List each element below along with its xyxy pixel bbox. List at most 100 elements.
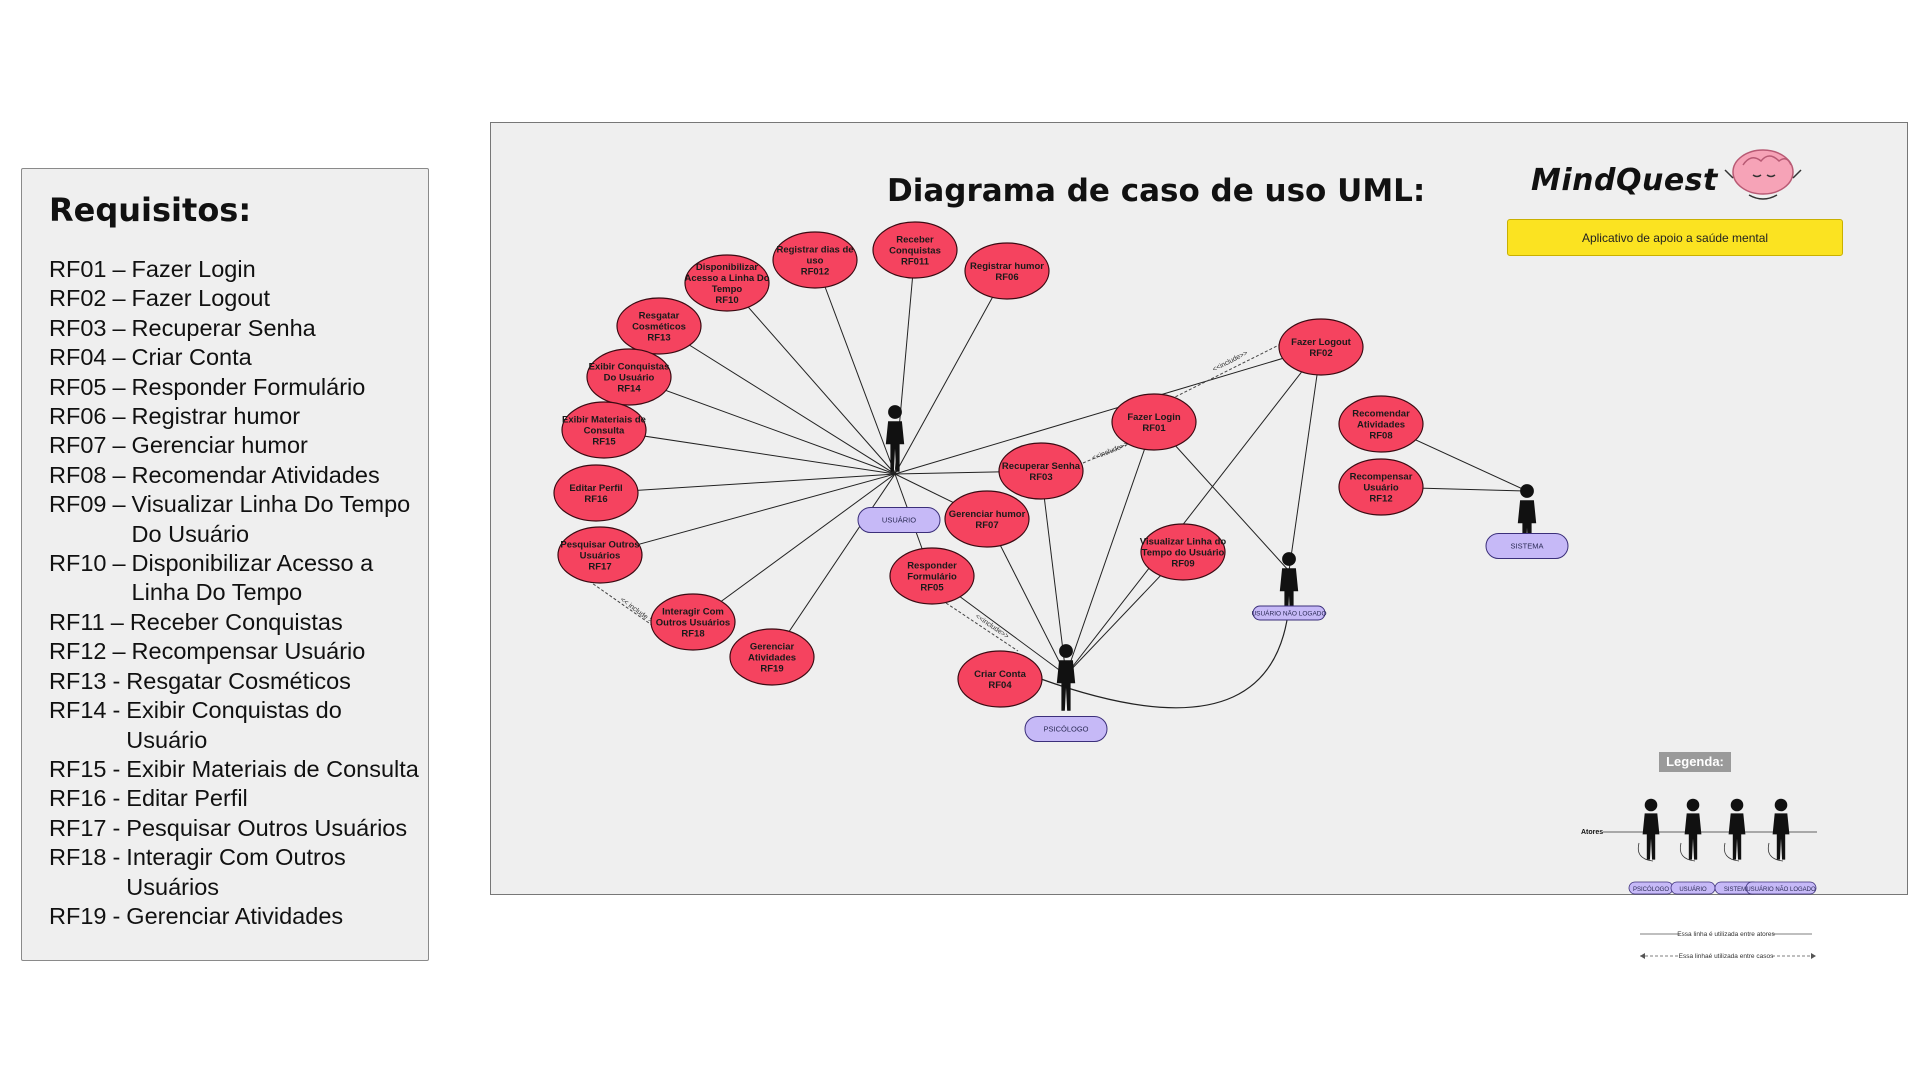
requirement-separator: - <box>112 902 121 929</box>
use-case-label: Resgatar <box>639 311 680 322</box>
requirement-code: RF03 <box>49 314 107 341</box>
use-case-label: Outros Usuários <box>656 618 730 629</box>
use-case-label: Consulta <box>584 426 625 437</box>
requirement-text: Fazer Logout <box>131 285 271 312</box>
use-case-label: Recuperar Senha <box>1002 461 1081 472</box>
association-line <box>603 429 896 475</box>
legend-row-label: Atores <box>1581 829 1603 836</box>
requirement-code: RF17 <box>49 814 107 841</box>
use-case-label: Usuários <box>580 551 621 562</box>
actor-usuario-icon <box>885 405 905 472</box>
use-case-ellipse <box>964 242 1050 300</box>
actor-label-box <box>857 507 941 533</box>
requirement-item: RF18-Interagir Com Outros Usuários <box>49 843 419 902</box>
actor-label: USUÁRIO <box>882 516 916 525</box>
requirement-text: Resgatar Cosméticos <box>126 667 351 694</box>
use-case-ellipse <box>1338 458 1424 516</box>
use-case-ellipse <box>889 547 975 605</box>
requirement-item: RF04–Criar Conta <box>49 343 419 372</box>
use-case-label: Formulário <box>907 572 957 583</box>
requirement-text: Visualizar Linha Do Tempo Do Usuário <box>131 491 411 547</box>
requirement-item: RF01–Fazer Login <box>49 255 419 284</box>
use-case-ellipse <box>1338 395 1424 453</box>
requirement-text: Editar Perfil <box>126 785 248 812</box>
association-line <box>894 270 1008 475</box>
requirement-separator: – <box>112 638 126 665</box>
use-case-label: Recomendar <box>1352 409 1410 420</box>
requirement-item: RF13-Resgatar Cosméticos <box>49 667 419 696</box>
requirement-code: RF16 <box>49 785 107 812</box>
use-case-label: Receber <box>896 235 934 246</box>
requirement-code: RF08 <box>49 461 107 488</box>
use-case-label: Criar Conta <box>974 669 1026 680</box>
requirement-item: RF06–Registrar humor <box>49 402 419 431</box>
use-case-ellipse <box>772 231 858 289</box>
use-case-ellipse <box>729 628 815 686</box>
requirement-text: Registrar humor <box>131 403 301 430</box>
requirement-text: Recuperar Senha <box>131 314 316 341</box>
requirement-code: RF15 <box>49 755 107 782</box>
use-case-label: Registrar humor <box>970 261 1044 272</box>
association-line <box>894 346 1322 475</box>
requirement-code: RF10 <box>49 550 107 577</box>
requirement-item: RF11–Receber Conquistas <box>49 608 419 637</box>
association-line <box>692 473 896 623</box>
association-line <box>771 473 896 658</box>
use-case-label: Fazer Login <box>1127 412 1181 423</box>
requirement-text: Receber Conquistas <box>129 608 343 635</box>
use-case-label: Responder <box>907 561 957 572</box>
requirement-code: RF13 <box>49 667 107 694</box>
requirement-separator: - <box>112 697 121 724</box>
requirement-code: RF05 <box>49 373 107 400</box>
requirement-item: RF17-Pesquisar Outros Usuários <box>49 814 419 843</box>
legend-title-box <box>1659 752 1731 772</box>
association-line <box>599 473 896 556</box>
use-case-label: RF17 <box>588 562 611 573</box>
association-line <box>628 376 896 475</box>
requirement-text: Criar Conta <box>131 344 252 371</box>
use-case-label: Atividades <box>1357 420 1405 431</box>
use-case-ellipse <box>561 401 647 459</box>
requirement-code: RF12 <box>49 638 107 665</box>
legend-title: Legenda: <box>1666 754 1724 769</box>
requirement-code: RF19 <box>49 902 107 929</box>
use-case-label: RF16 <box>584 494 607 505</box>
use-case-label: RF05 <box>920 583 944 594</box>
use-case-label: RF15 <box>592 437 616 448</box>
association-line <box>726 282 896 475</box>
use-case-label: Usuário <box>1363 483 1399 494</box>
requirement-item: RF05–Responder Formulário <box>49 373 419 402</box>
legend-arrow <box>1637 842 1654 862</box>
legend-arrow <box>1767 842 1784 862</box>
use-case-label: Tempo do Usuário <box>1142 548 1225 559</box>
association-line <box>1065 421 1155 676</box>
legend-note-actors: Essa linha é utilizada entre atores <box>1677 931 1775 938</box>
legend-actor-icon <box>1684 798 1702 860</box>
requirement-text: Fazer Login <box>131 256 256 282</box>
use-case-ellipse <box>684 254 770 312</box>
use-case-label: RF18 <box>681 629 704 640</box>
use-case-label: RF08 <box>1369 431 1392 442</box>
legend-actor-label: USUÁRIO <box>1679 886 1707 893</box>
use-cases: Registrar dias deusoRF012ReceberConquist… <box>553 221 1424 708</box>
requirement-text: Gerenciar Atividades <box>126 902 344 929</box>
requirement-code: RF02 <box>49 285 107 312</box>
use-case-ellipse <box>944 490 1030 548</box>
requirement-text: Recompensar Usuário <box>131 638 366 665</box>
requirement-separator: – <box>110 608 124 635</box>
requirement-code: RF09 <box>49 491 107 518</box>
brain-mascot-icon <box>1724 149 1802 200</box>
use-case-label: RF011 <box>901 257 930 268</box>
use-case-label: Editar Perfil <box>569 483 622 494</box>
use-case-ellipse <box>998 442 1084 500</box>
use-case-label: RF13 <box>647 333 670 344</box>
